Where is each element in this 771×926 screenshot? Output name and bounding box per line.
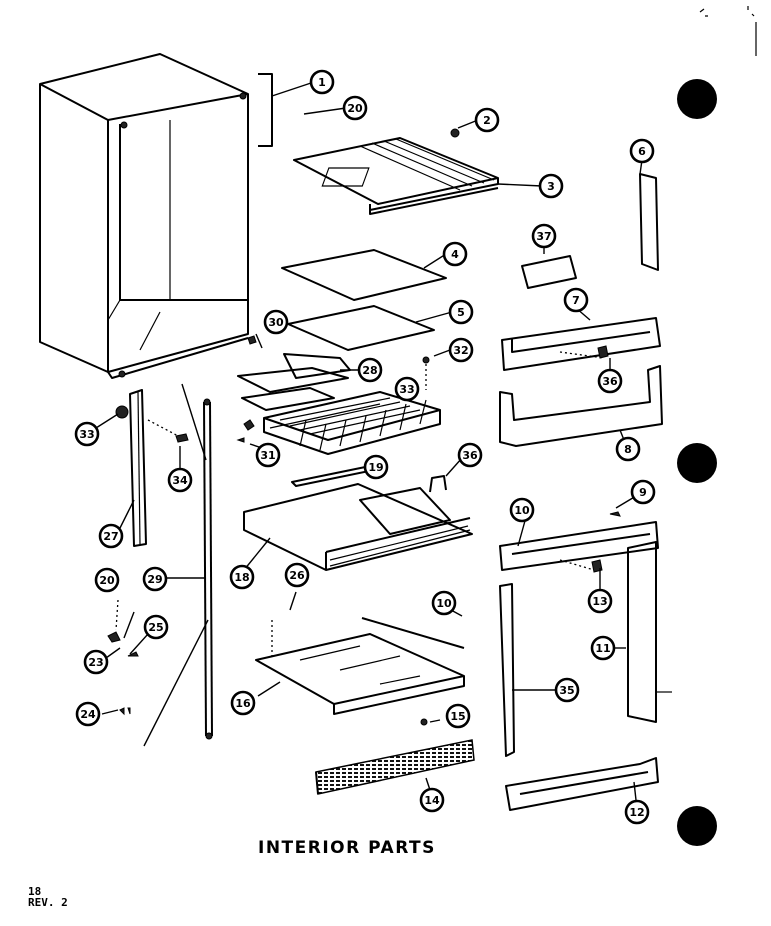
cabinet-liner	[39, 53, 273, 379]
callout-4: 4	[442, 241, 468, 267]
svg-text:26: 26	[289, 569, 305, 582]
svg-text:33: 33	[79, 428, 94, 441]
page-number-value: 18	[28, 885, 42, 898]
callout-16: 15	[445, 703, 471, 729]
svg-text:20: 20	[347, 102, 363, 115]
freezer-tray	[243, 463, 473, 571]
svg-text:11: 11	[595, 642, 610, 655]
svg-text:10: 10	[436, 597, 452, 610]
svg-text:3: 3	[547, 180, 555, 193]
svg-text:29: 29	[147, 573, 162, 586]
svg-text:20: 20	[99, 574, 115, 587]
callout-34: 34	[167, 467, 193, 493]
svg-text:8: 8	[624, 443, 632, 456]
svg-text:23: 23	[88, 656, 103, 669]
callout-13: 13	[587, 588, 613, 614]
svg-text:31: 31	[260, 449, 275, 462]
svg-text:7: 7	[572, 294, 580, 307]
callout-37: 37	[531, 223, 557, 249]
svg-text:13: 13	[592, 595, 607, 608]
front-grille	[315, 718, 475, 795]
callout-23: 23	[83, 649, 109, 675]
svg-text:34: 34	[172, 474, 188, 487]
callout-20: 19	[363, 454, 389, 480]
callout-36-mid: 36	[457, 442, 483, 468]
svg-text:15: 15	[450, 710, 465, 723]
svg-text:36: 36	[602, 375, 618, 388]
callout-3: 3	[538, 173, 564, 199]
callout-28: 28	[357, 357, 383, 383]
shelf	[255, 617, 465, 715]
door-components	[499, 173, 672, 811]
callout-32: 32	[448, 337, 474, 363]
svg-text:27: 27	[103, 530, 118, 543]
top-panel	[293, 128, 499, 215]
svg-text:19: 19	[368, 461, 383, 474]
svg-text:28: 28	[362, 364, 377, 377]
svg-text:33: 33	[399, 383, 414, 396]
callout-8: 8	[615, 436, 641, 462]
svg-text:16: 16	[235, 697, 251, 710]
insulation-sheets	[281, 249, 447, 351]
callout-18: 16	[230, 690, 256, 716]
evaporator-assembly	[236, 335, 441, 455]
page-number: 18 REV. 2	[28, 886, 68, 908]
svg-text:32: 32	[453, 344, 468, 357]
callout-33: 33	[74, 421, 100, 447]
callout-35: 35	[554, 677, 580, 703]
svg-text:25: 25	[148, 621, 163, 634]
svg-text:12: 12	[629, 806, 644, 819]
callout-33-center: 33	[394, 376, 420, 402]
svg-text:5: 5	[457, 306, 465, 319]
svg-text:24: 24	[80, 708, 96, 721]
svg-text:37: 37	[536, 230, 551, 243]
svg-text:9: 9	[639, 486, 647, 499]
callout-5: 5	[448, 299, 474, 325]
svg-text:10: 10	[514, 504, 530, 517]
callout-30: 30	[263, 309, 289, 335]
callout-2: 2	[474, 107, 500, 133]
callout-10-left: 10	[431, 590, 457, 616]
svg-text:4: 4	[451, 248, 459, 261]
callout-25: 25	[143, 614, 169, 640]
svg-text:1: 1	[318, 76, 326, 89]
callout-9: 9	[630, 479, 656, 505]
callout-7: 7	[563, 287, 589, 313]
svg-text:36: 36	[462, 449, 478, 462]
callout-26: 26	[284, 562, 310, 588]
callout-29: 29	[142, 566, 168, 592]
side-trim-and-tube	[107, 383, 213, 747]
page-revision: REV. 2	[28, 896, 68, 909]
svg-text:14: 14	[424, 794, 440, 807]
callout-27: 27	[98, 523, 124, 549]
svg-text:30: 30	[268, 316, 284, 329]
callout-14: 14	[419, 787, 445, 813]
diagram-title: INTERIOR PARTS	[258, 838, 436, 858]
callout-12: 12	[624, 799, 650, 825]
callout-24: 24	[75, 701, 101, 727]
callout-19: 18	[229, 564, 255, 590]
svg-text:6: 6	[638, 145, 646, 158]
callout-36-upper: 36	[597, 368, 623, 394]
callout-10-right: 10	[509, 497, 535, 523]
callouts: 1 20 2 3 4 5 6 37 7 36 8 30 28 32 33 31 …	[74, 69, 656, 825]
svg-text:18: 18	[234, 571, 249, 584]
binder-holes	[677, 6, 757, 846]
callout-21-bottom: 20	[94, 567, 120, 593]
svg-text:2: 2	[483, 114, 491, 127]
callout-21-top: 20	[342, 95, 368, 121]
callout-31: 31	[255, 442, 281, 468]
callout-1: 1	[309, 69, 335, 95]
callout-11: 11	[590, 635, 616, 661]
callout-6: 6	[629, 138, 655, 164]
svg-text:35: 35	[559, 684, 574, 697]
